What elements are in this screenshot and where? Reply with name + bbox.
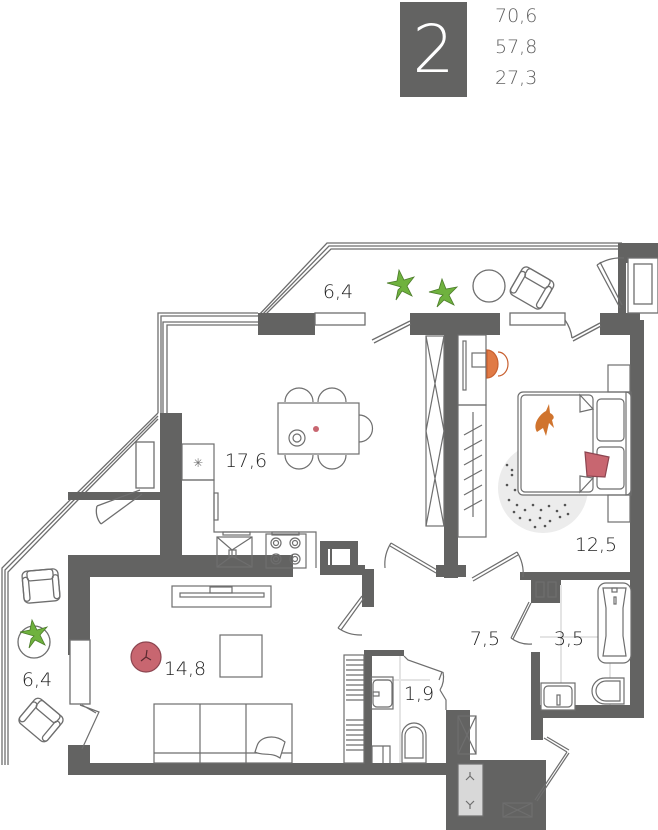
coffee-table — [219, 634, 263, 678]
plate-icon — [288, 429, 306, 447]
wardrobe — [425, 335, 445, 527]
area-summary: 70,6 57,8 27,3 — [495, 1, 537, 94]
radiator — [343, 654, 365, 764]
stove-icon — [265, 533, 307, 569]
tv-stand — [171, 585, 272, 608]
room-area-balcony-left: 6,4 — [22, 669, 52, 691]
bathroom-furniture — [510, 581, 632, 711]
top-balcony-furniture — [386, 257, 625, 310]
nightstand — [607, 494, 631, 523]
room-area-living: 14,8 — [164, 658, 206, 680]
window-sills — [69, 257, 658, 705]
chair-icon — [284, 454, 314, 470]
kitchen-furniture: ✳ — [181, 387, 374, 569]
total-area: 70,6 — [495, 5, 538, 27]
sofa — [153, 703, 293, 764]
sink-icon — [216, 536, 253, 568]
desk-chair-icon — [486, 349, 499, 379]
room-area-bedroom: 12,5 — [575, 534, 617, 556]
rooms-count: 2 — [412, 10, 455, 88]
washbasin-icon — [540, 682, 576, 711]
room-labels: 6,4 17,6 12,5 14,8 6,4 7,5 3,5 1,9 — [22, 281, 617, 705]
monitor-icon — [462, 340, 467, 391]
living-furniture — [79, 585, 365, 764]
balcony-door — [596, 257, 625, 309]
chair-icon — [317, 387, 347, 403]
bathtub-icon — [597, 582, 632, 664]
bedroom-furniture — [457, 334, 632, 538]
residential-area: 27,3 — [495, 67, 538, 89]
vent-shaft — [320, 541, 358, 567]
toilet-icon — [401, 722, 427, 764]
top-wall-doors — [371, 319, 602, 344]
room-area-hallway: 7,5 — [470, 628, 500, 650]
left-balcony-furniture — [17, 489, 143, 743]
wc-furniture — [370, 655, 447, 764]
cat-icon — [535, 404, 554, 436]
snowflake-icon: ✳ — [193, 456, 203, 470]
chair-icon — [358, 414, 374, 443]
room-area-balcony-top: 6,4 — [323, 281, 353, 303]
armchair-icon — [21, 568, 61, 604]
plant-icon — [386, 268, 416, 301]
apple-icon — [313, 426, 319, 432]
sofa-pillow — [254, 736, 286, 759]
nightstand — [607, 364, 631, 393]
washbasin-icon — [370, 676, 394, 710]
kitchen-window — [157, 312, 258, 413]
round-table-icon — [472, 269, 506, 303]
room-area-kitchen: 17,6 — [225, 450, 267, 472]
plant-icon — [428, 277, 459, 308]
walls — [68, 243, 658, 830]
kitchen-doors — [384, 542, 524, 582]
toilet-icon — [591, 677, 625, 705]
utility-shaft — [457, 715, 570, 818]
chair-icon — [284, 387, 314, 403]
living-area: 57,8 — [495, 36, 538, 58]
armchair-icon — [18, 697, 64, 743]
chair-icon — [317, 454, 347, 470]
room-area-bathroom: 3,5 — [554, 628, 584, 650]
plant-icon — [19, 618, 49, 649]
pillow — [596, 398, 625, 442]
left-balcony-glazing — [1, 412, 159, 765]
armchair-icon — [509, 266, 555, 310]
cushion-icon — [584, 451, 610, 478]
top-balcony-glazing — [257, 242, 622, 317]
rooms-count-badge: 2 — [400, 2, 467, 97]
room-area-wc: 1,9 — [404, 683, 434, 705]
